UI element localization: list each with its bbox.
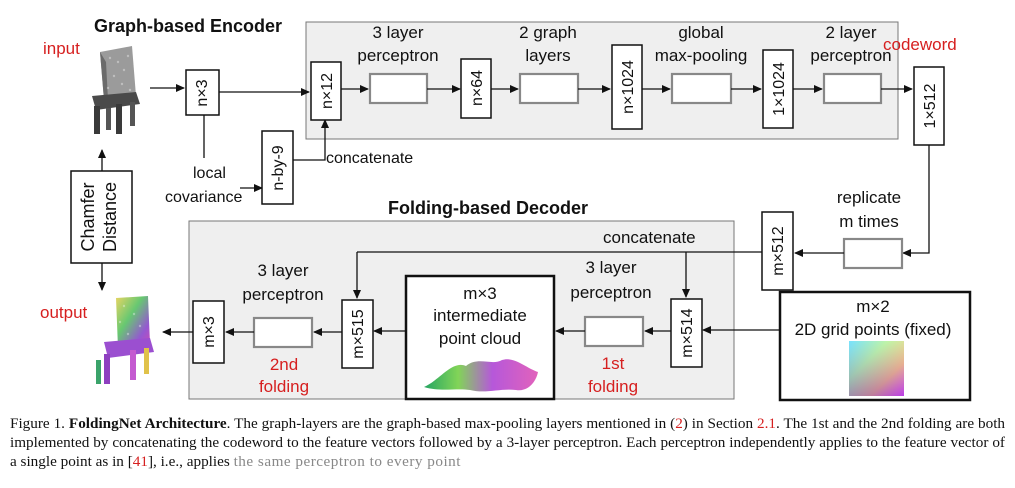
caption-tail: the same perceptron to every point <box>233 453 461 470</box>
encoder-concatenate-label: concatenate <box>326 150 413 167</box>
replicate-line1: replicate <box>837 188 901 207</box>
codeword-label: codeword <box>883 35 957 54</box>
first-folding-line1: 1st <box>602 354 625 373</box>
enc-maxpool-line1: global <box>678 23 723 42</box>
caption-t2: ) in Section <box>682 415 758 432</box>
block-nby9 <box>261 130 294 205</box>
block-m515-label: m×515 <box>350 309 367 358</box>
replicate-line2: m times <box>839 212 899 231</box>
enc-perceptron3-block <box>368 72 429 105</box>
block-m3-label: m×3 <box>201 316 218 348</box>
enc-perceptron3-line1: 3 layer <box>372 23 423 42</box>
enc-graph-line1: 2 graph <box>519 23 577 42</box>
block-n3 <box>185 69 220 116</box>
input-chair-point-cloud <box>92 46 140 134</box>
block-m514-label: m×514 <box>679 308 696 357</box>
dec-perceptron1-line1: 3 layer <box>585 258 636 277</box>
enc-perceptron3-line2: perceptron <box>357 46 438 65</box>
grid-image <box>849 341 904 396</box>
block-n12-label: n×12 <box>319 73 336 109</box>
chamfer-label: Chamfer <box>78 182 98 251</box>
dec-perceptron2-line2: perceptron <box>242 285 323 304</box>
block-n1024 <box>611 44 643 130</box>
enc-perceptron2-line2: perceptron <box>810 46 891 65</box>
grid-m2-label: m×2 <box>856 297 890 316</box>
intermediate-cloud-image <box>424 359 538 392</box>
point-cloud-label: point cloud <box>439 329 521 348</box>
caption-ref-eq[interactable]: 2 <box>675 415 683 432</box>
enc-perceptron2-line1: 2 layer <box>825 23 876 42</box>
block-n12 <box>310 61 342 121</box>
figure-caption: Figure 1. FoldingNet Architecture. The g… <box>10 414 1005 471</box>
replicate-block <box>842 237 904 270</box>
block-n3-label: n×3 <box>194 79 211 106</box>
intermediate-label: intermediate <box>433 306 527 325</box>
dec-perceptron1-line2: perceptron <box>570 283 651 302</box>
grid-desc-label: 2D grid points (fixed) <box>795 320 952 339</box>
block-m514 <box>670 298 703 368</box>
enc-graph-line2: layers <box>525 46 570 65</box>
block-m3 <box>192 300 225 364</box>
caption-fig: Figure 1. <box>10 415 65 432</box>
block-one1024-label: 1×1024 <box>771 62 788 116</box>
dec-perceptron2-line1: 3 layer <box>257 261 308 280</box>
dec-perceptron2-block <box>252 316 314 349</box>
enc-maxpool-line2: max-pooling <box>655 46 748 65</box>
enc-perceptron2-block <box>822 72 883 105</box>
intermediate-m3: m×3 <box>463 284 497 303</box>
decoder-title: Folding-based Decoder <box>388 198 588 218</box>
decoder-concatenate-label: concatenate <box>603 228 696 247</box>
block-one512-label: 1×512 <box>922 83 939 128</box>
first-folding-line2: folding <box>588 377 638 396</box>
dec-perceptron1-block <box>583 315 645 348</box>
block-one1024 <box>762 49 794 129</box>
block-m512-label: m×512 <box>770 226 787 275</box>
block-n64-label: n×64 <box>469 70 486 106</box>
encoder-title: Graph-based Encoder <box>94 16 282 36</box>
block-n1024-label: n×1024 <box>620 60 637 114</box>
local-label: local <box>193 165 226 182</box>
output-chair-point-cloud <box>96 296 154 384</box>
second-folding-line2: folding <box>259 377 309 396</box>
input-label: input <box>43 39 80 58</box>
caption-t4: ], i.e., applies <box>147 453 230 470</box>
caption-ref-section[interactable]: 2.1 <box>757 415 777 432</box>
block-m512 <box>761 211 794 291</box>
second-folding-line1: 2nd <box>270 355 298 374</box>
output-label: output <box>40 303 88 322</box>
block-m515 <box>341 299 374 369</box>
caption-title: FoldingNet Architecture <box>68 415 227 432</box>
enc-maxpool-block <box>670 72 733 105</box>
covariance-label: covariance <box>165 189 242 206</box>
caption-t1: . The graph-layers are the graph-based m… <box>226 415 676 432</box>
block-nby9-label: n-by-9 <box>270 145 287 190</box>
distance-label: Distance <box>100 182 120 252</box>
caption-ref-cite[interactable]: 41 <box>132 453 148 470</box>
enc-graph-block <box>518 72 580 105</box>
caption-t3: . The 1st and the 2nd folding are both i… <box>10 415 1006 470</box>
